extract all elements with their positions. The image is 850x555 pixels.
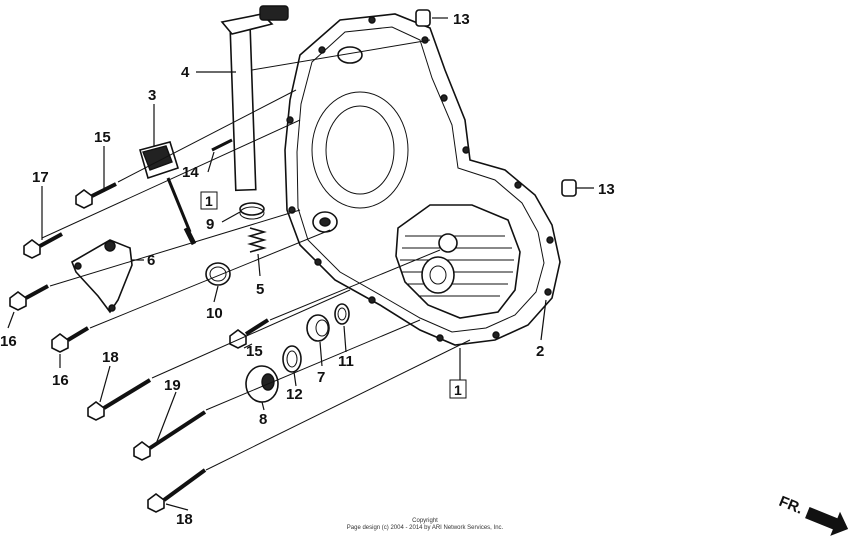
callout-16-upper: 16: [0, 333, 17, 350]
callout-14: 14: [182, 164, 199, 181]
callout-6: 6: [147, 252, 155, 269]
bracket-part-6: [71, 239, 133, 314]
arrow-icon: [805, 506, 849, 536]
callout-10: 10: [206, 305, 223, 322]
callout-5: 5: [256, 281, 264, 298]
fr-label: FR.: [777, 493, 806, 518]
callout-2: 2: [536, 343, 544, 360]
callout-labels: 13 13 4 3 15 17 14 6 9 5 10 16 16 15 18 …: [0, 11, 615, 528]
copyright-notice: Copyright Page design (c) 2004 - 2014 by…: [0, 518, 850, 532]
copyright-line-2: Page design (c) 2004 - 2014 by ARI Netwo…: [346, 525, 504, 531]
callout-18-lower: 18: [176, 511, 193, 528]
pipe-part-4: [220, 5, 289, 192]
oil-cap-part-3: [139, 141, 197, 246]
callout-15-lower: 15: [246, 343, 263, 360]
callout-1-box-upper: [200, 191, 218, 210]
front-direction-arrow: FR.: [777, 493, 849, 536]
leaders: [7, 17, 594, 511]
callout-1-upper: 1: [205, 193, 213, 209]
callout-18-upper: 18: [102, 349, 119, 366]
callout-3: 3: [148, 87, 156, 104]
crankcase-cover: [284, 13, 561, 346]
assembly-lines: [41, 39, 471, 471]
small-parts: [205, 9, 577, 403]
cover-fins: [395, 204, 521, 319]
callout-16-lower: 16: [52, 372, 69, 389]
callout-13-top: 13: [453, 11, 470, 28]
callout-15-upper: 15: [94, 129, 111, 146]
callout-8: 8: [259, 411, 267, 428]
callout-4: 4: [181, 64, 190, 81]
callout-9: 9: [206, 216, 214, 233]
copyright-line-1: Copyright: [412, 518, 438, 524]
callout-7: 7: [317, 369, 325, 386]
callout-11: 11: [338, 353, 354, 370]
callout-13-right: 13: [598, 181, 615, 198]
callout-1-lower: 1: [454, 382, 462, 398]
callout-19: 19: [164, 377, 181, 394]
callout-17: 17: [32, 169, 49, 186]
callout-1-box-lower: [449, 379, 467, 399]
bolts: [9, 138, 270, 513]
callout-12: 12: [286, 386, 303, 403]
